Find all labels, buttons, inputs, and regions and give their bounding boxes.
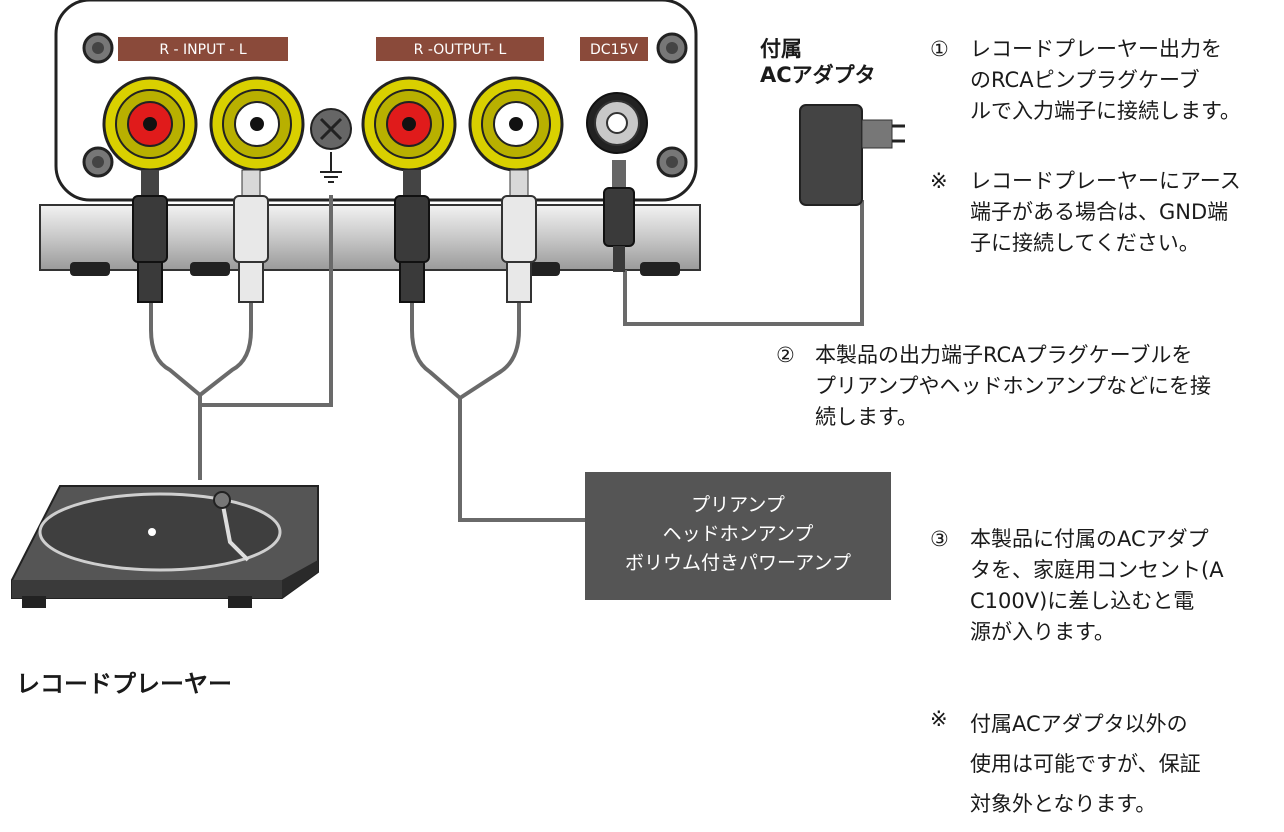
- note-3-line-3: C100V)に差し込むと電: [970, 589, 1195, 613]
- dc-label-text: DC15V: [590, 42, 638, 58]
- note-1-asterisk-text: レコードプレーヤーにアース 端子がある場合は、GND端 子に接続してください。: [970, 166, 1241, 259]
- turntable-icon: [11, 485, 319, 608]
- note-1-asterisk-line-2: 端子がある場合は、GND端: [970, 200, 1229, 224]
- note-2-line-3: 続します。: [815, 405, 918, 429]
- note-3-number: ③: [930, 527, 949, 551]
- note-1-asterisk-line-3: 子に接続してください。: [970, 231, 1200, 255]
- note-1-asterisk-line-1: レコードプレーヤーにアース: [970, 169, 1241, 193]
- adapter-title-line-1: 付属: [760, 37, 802, 61]
- note-2-line-1: 本製品の出力端子RCAプラグケーブルを: [815, 343, 1193, 367]
- amp-box: プリアンプ ヘッドホンアンプ ボリウム付きパワーアンプ: [585, 472, 891, 600]
- note-2-line-2: プリアンプやヘッドホンアンプなどにを接: [815, 374, 1212, 398]
- note-3-text: 本製品に付属のACアダプ タを、家庭用コンセント(A C100V)に差し込むと電…: [970, 524, 1224, 648]
- turntable-label: レコードプレーヤー: [16, 670, 232, 698]
- input-plug-l: [233, 169, 269, 303]
- amp-box-line-1: プリアンプ: [691, 494, 785, 516]
- note-1-number: ①: [930, 37, 949, 61]
- note-3-line-1: 本製品に付属のACアダプ: [970, 527, 1209, 551]
- output-plug-r: [394, 170, 430, 303]
- note-3-asterisk-line-2: 使用は可能ですが、保証: [970, 752, 1201, 776]
- output-label-plate: R -OUTPUT- L: [376, 37, 544, 61]
- adapter-title: 付属 ACアダプタ: [760, 36, 876, 88]
- note-2-text: 本製品の出力端子RCAプラグケーブルを プリアンプやヘッドホンアンプなどにを接 …: [815, 340, 1211, 433]
- input-label-plate: R - INPUT - L: [118, 37, 288, 61]
- output-label-text: R -OUTPUT- L: [414, 42, 507, 58]
- note-1-text: レコードプレーヤー出力を のRCAピンプラグケーブ ルで入力端子に接続します。: [970, 34, 1241, 127]
- note-3-asterisk: ※: [930, 707, 948, 731]
- output-jack-l: [468, 76, 564, 172]
- amp-box-line-2: ヘッドホンアンプ: [663, 523, 814, 545]
- note-3-line-2: タを、家庭用コンセント(A: [970, 558, 1224, 582]
- note-1-line-3: ルで入力端子に接続します。: [970, 99, 1241, 123]
- input-plug-r: [132, 170, 168, 303]
- note-3-asterisk-line-1: 付属ACアダプタ以外の: [970, 712, 1188, 736]
- note-1-asterisk: ※: [930, 169, 948, 193]
- note-3-asterisk-line-3: 対象外となります。: [970, 792, 1157, 816]
- dc-label-plate: DC15V: [580, 37, 648, 61]
- note-2-number: ②: [776, 343, 795, 367]
- input-label-text: R - INPUT - L: [159, 42, 246, 58]
- ac-adapter-icon: [799, 104, 905, 206]
- input-jack-l: [209, 76, 305, 172]
- note-1-line-2: のRCAピンプラグケーブ: [970, 68, 1200, 92]
- note-3-asterisk-text: 付属ACアダプタ以外の 使用は可能ですが、保証 対象外となります。: [970, 704, 1201, 824]
- dc-jack: [586, 92, 648, 154]
- output-jack-r: [361, 76, 457, 172]
- gnd-terminal: [310, 108, 352, 183]
- panel-screws: [82, 32, 688, 178]
- amp-box-line-3: ボリウム付きパワーアンプ: [625, 552, 851, 574]
- cables: [149, 195, 864, 522]
- dc-plug: [603, 160, 635, 272]
- note-3-line-4: 源が入ります。: [970, 620, 1115, 644]
- note-1-line-1: レコードプレーヤー出力を: [970, 37, 1222, 61]
- adapter-title-line-2: ACアダプタ: [760, 63, 876, 87]
- input-jack-r: [102, 76, 198, 172]
- output-plug-l: [501, 169, 537, 303]
